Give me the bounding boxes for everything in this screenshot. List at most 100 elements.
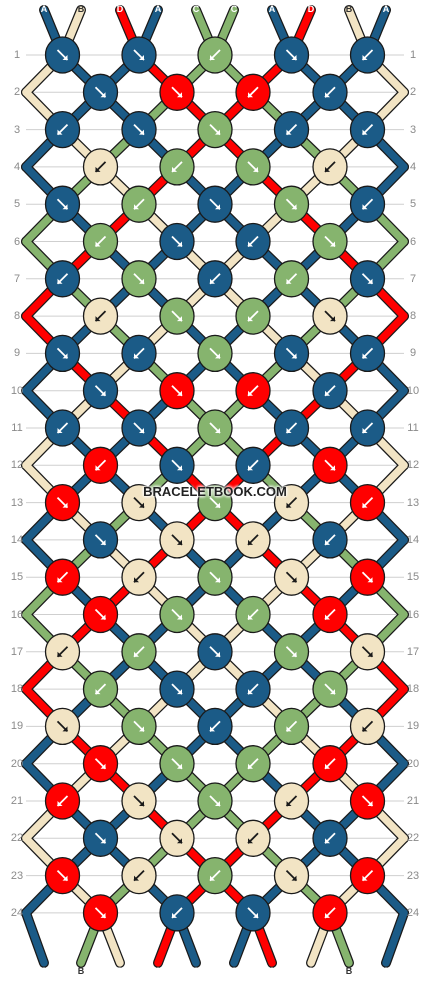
- row-number: 6: [409, 235, 417, 248]
- row-number: 4: [13, 160, 21, 173]
- knot-arrow-head: [286, 801, 292, 806]
- row-number: 12: [406, 459, 420, 472]
- knot: [82, 745, 119, 783]
- knot: [312, 148, 348, 186]
- knot-arrow-head: [248, 465, 253, 471]
- knot-arrow-head: [325, 539, 330, 545]
- knot-arrow-head: [291, 353, 297, 359]
- string-label: B: [345, 966, 353, 976]
- knot: [312, 372, 348, 410]
- knot: [197, 260, 233, 298]
- knot-arrow-head: [177, 465, 182, 471]
- knot: [159, 894, 195, 932]
- knots: [44, 36, 386, 932]
- knot: [235, 670, 271, 708]
- knot-arrow-head: [95, 241, 101, 247]
- watermark: BRACELETBOOK.COM: [143, 484, 287, 499]
- knot-arrow-head: [325, 838, 330, 844]
- knot-arrow-head: [177, 241, 182, 247]
- knot-arrow-head: [215, 651, 220, 657]
- knot-arrow-head: [177, 316, 182, 322]
- knot-arrow-head: [291, 55, 297, 60]
- row-number: 1: [409, 49, 417, 61]
- knot-arrow-head: [367, 801, 373, 806]
- knot: [44, 782, 81, 820]
- knot-arrow-head: [330, 689, 335, 695]
- knot-arrow-head: [62, 353, 68, 359]
- row-number: 13: [406, 496, 420, 509]
- row-number: 13: [10, 496, 24, 509]
- knot-arrow-head: [215, 502, 220, 508]
- knot-arrow-head: [286, 278, 292, 284]
- knot-arrow-head: [139, 129, 144, 135]
- knot: [44, 260, 81, 298]
- knot-arrow-head: [362, 428, 368, 433]
- knot: [159, 73, 195, 111]
- row-number: 5: [13, 198, 21, 211]
- row-number: 4: [409, 160, 417, 173]
- knot: [44, 483, 81, 522]
- knot: [197, 409, 233, 447]
- string-label: C: [230, 966, 238, 976]
- row-number: 23: [406, 869, 420, 882]
- string-label: A: [154, 966, 162, 976]
- knot-arrow-head: [134, 875, 139, 881]
- knot-arrow-head: [248, 763, 253, 769]
- knot: [44, 409, 81, 447]
- knot: [159, 819, 195, 857]
- knot: [197, 334, 233, 373]
- knot-arrow-head: [100, 390, 106, 396]
- knot: [159, 670, 195, 708]
- row-number: 5: [409, 198, 417, 211]
- row-number: 1: [13, 49, 21, 61]
- knot-arrow-head: [172, 166, 177, 172]
- knot: [159, 372, 195, 410]
- knot-arrow-head: [325, 912, 330, 918]
- knot: [197, 36, 233, 74]
- knot: [159, 521, 195, 559]
- knot: [44, 558, 81, 596]
- knot-arrow-head: [100, 912, 106, 918]
- thread-A: [22, 909, 48, 967]
- knot-arrow-head: [248, 92, 253, 98]
- knot: [273, 409, 310, 447]
- string-label: A: [268, 966, 276, 976]
- knot-arrow-head: [248, 241, 253, 247]
- row-number: 24: [10, 906, 24, 919]
- knot-arrow-head: [95, 465, 101, 471]
- thread-A: [382, 909, 408, 967]
- knot: [312, 222, 348, 261]
- knot: [44, 707, 81, 746]
- knot: [82, 670, 119, 708]
- knot: [349, 409, 386, 447]
- knot-arrow-head: [210, 875, 215, 881]
- row-number: 9: [409, 347, 417, 360]
- knot: [159, 297, 195, 335]
- row-number: 15: [406, 571, 420, 584]
- string-label: A: [40, 4, 48, 14]
- knot: [82, 595, 119, 634]
- knot: [312, 297, 348, 335]
- knot: [349, 558, 386, 596]
- knot: [273, 558, 310, 596]
- row-number: 14: [406, 533, 420, 546]
- string-label: A: [382, 4, 390, 14]
- knot: [82, 819, 119, 857]
- knot-arrow-head: [210, 726, 215, 732]
- knot: [273, 707, 310, 746]
- knot-arrow-head: [215, 428, 220, 433]
- knot-arrow-head: [362, 204, 368, 210]
- row-number: 10: [406, 384, 420, 397]
- row-number: 7: [409, 272, 417, 285]
- knot: [82, 521, 119, 559]
- knot: [121, 483, 157, 522]
- knot: [312, 595, 348, 634]
- knot-arrow-head: [134, 577, 139, 583]
- knot-arrow-head: [362, 726, 368, 732]
- knot-arrow-head: [134, 353, 139, 359]
- knot-arrow-head: [139, 726, 144, 732]
- row-number: 9: [13, 347, 21, 360]
- knot-arrow-head: [248, 838, 253, 844]
- knot: [197, 782, 233, 820]
- row-number: 16: [406, 608, 420, 621]
